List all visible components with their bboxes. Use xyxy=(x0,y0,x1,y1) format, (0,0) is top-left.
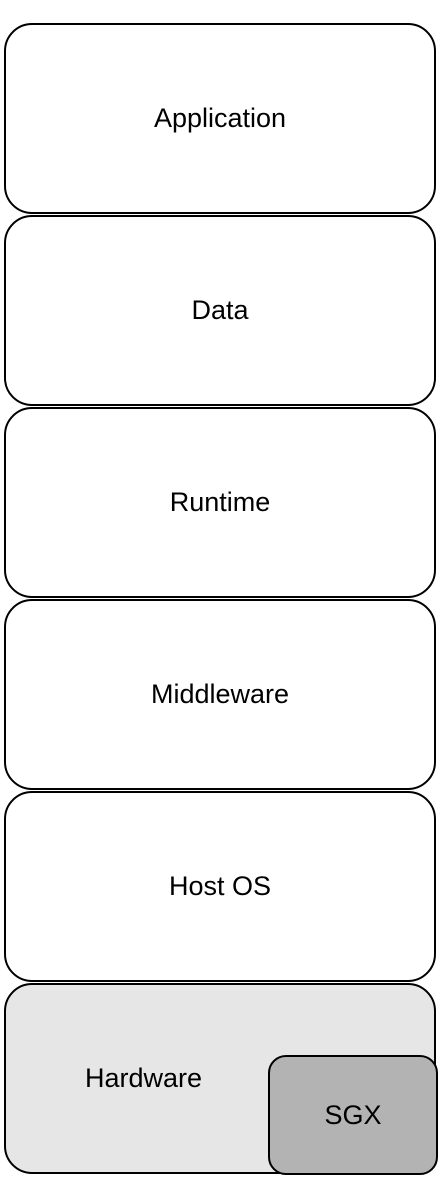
layer-data-label: Data xyxy=(191,295,249,325)
sgx-label: SGX xyxy=(324,1099,382,1130)
layer-application: Application xyxy=(4,23,436,214)
layer-application-label: Application xyxy=(153,103,287,133)
layer-host-os: Host OS xyxy=(4,791,436,982)
layer-runtime-label: Runtime xyxy=(169,487,271,517)
layer-runtime: Runtime xyxy=(4,407,436,598)
layer-hardware-label: Hardware xyxy=(85,1063,203,1093)
layer-host-os-label: Host OS xyxy=(168,871,272,901)
layer-middleware-label: Middleware xyxy=(150,679,290,709)
layer-middleware: Middleware xyxy=(4,599,436,790)
stack-left-edge xyxy=(4,40,6,1160)
layer-hardware: Hardware SGX xyxy=(4,983,438,1175)
sgx-block: SGX xyxy=(268,1055,438,1175)
stack-right-edge xyxy=(434,40,436,1160)
layer-data: Data xyxy=(4,215,436,406)
